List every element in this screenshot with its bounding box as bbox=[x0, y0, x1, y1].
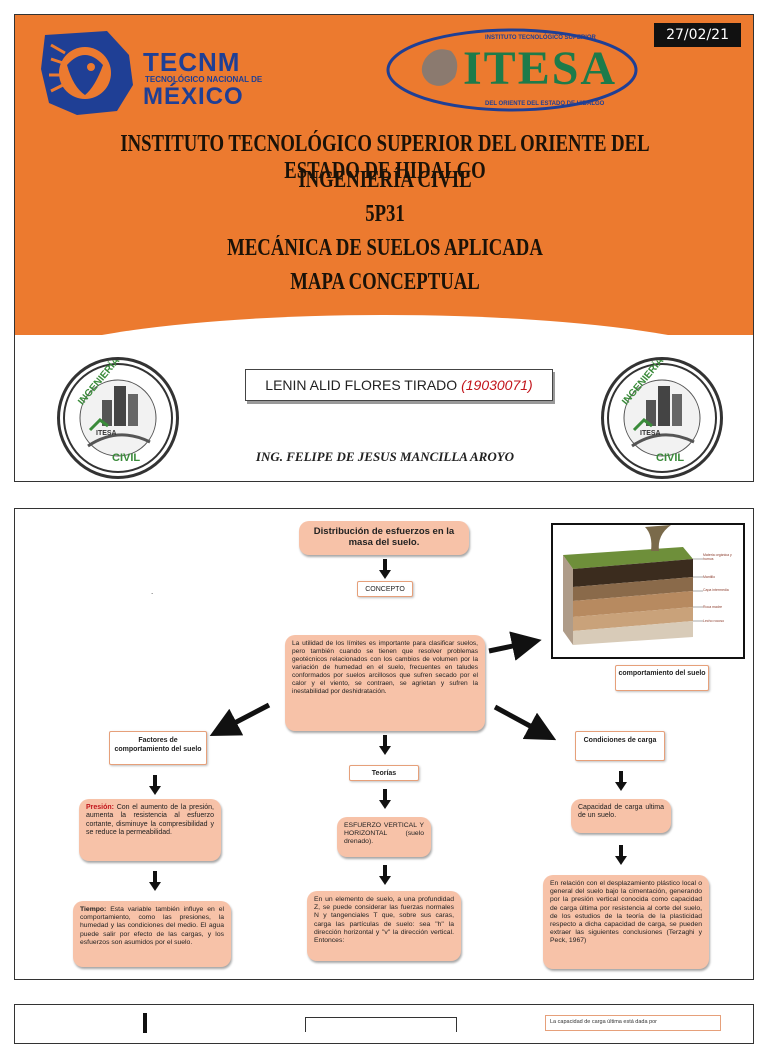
ingenieria-civil-seal-left: INGENIERÍA CIVIL ITESA bbox=[57, 357, 179, 479]
civil-engineering-seal-icon bbox=[63, 363, 173, 473]
group-title: 5P31 bbox=[365, 201, 405, 227]
arrow-to-image bbox=[488, 631, 542, 661]
down-arrow-icon bbox=[149, 871, 161, 891]
author-name: LENIN ALID FLORES TIRADO bbox=[265, 377, 458, 393]
map-arrows bbox=[209, 631, 557, 741]
subject-title: MECÁNICA DE SUELOS APLICADA bbox=[227, 235, 543, 261]
time-title: Tiempo: bbox=[80, 906, 107, 913]
next-page-snippet: La capacidad de carga última está dada p… bbox=[545, 1015, 721, 1031]
time-text: Esta variable también influye en el comp… bbox=[80, 906, 224, 946]
itesa-ring-icon bbox=[386, 28, 638, 112]
tecnm-name: TECNM bbox=[143, 47, 241, 77]
orange-banner bbox=[15, 15, 753, 335]
itesa-bottom-text: DEL ORIENTE DEL ESTADO DE HIDALGO bbox=[485, 101, 605, 107]
stray-dot: . bbox=[151, 587, 154, 596]
down-arrow-icon bbox=[615, 845, 627, 865]
career-title: INGENIERÍA CIVIL bbox=[298, 167, 472, 193]
seal-bottom-text: CIVIL bbox=[656, 452, 685, 464]
itesa-top-text: INSTITUTO TECNOLÓGICO SUPERIOR bbox=[485, 35, 596, 41]
down-arrow-icon bbox=[379, 559, 391, 579]
pressure-node: Presión: Con el aumento de la presión, a… bbox=[79, 799, 221, 861]
tecnm-country: MÉXICO bbox=[143, 83, 244, 110]
factors-label: Factores de comportamiento del suelo bbox=[109, 731, 207, 765]
load-conditions-label: Condiciones de carga bbox=[575, 731, 665, 761]
capacity-node: Capacidad de carga ultima de un suelo. bbox=[571, 799, 671, 833]
soil-label-mantillo: Mantillo bbox=[703, 575, 716, 579]
date-badge: 27/02/21 bbox=[654, 23, 741, 47]
document-type-title: MAPA CONCEPTUAL bbox=[290, 269, 480, 295]
soil-profile-image: Materia orgánica y humus Mantillo Capa i… bbox=[551, 523, 745, 659]
map-title-node: Distribución de esfuerzos en la masa del… bbox=[299, 521, 469, 555]
concept-text-node: La utilidad de los límites es importante… bbox=[285, 635, 485, 731]
soil-caption: comportamiento del suelo bbox=[615, 665, 709, 691]
stress-node: ESFUERZO VERTICAL Y HORIZONTAL (suelo dr… bbox=[337, 817, 431, 857]
soil-label-organic: Materia orgánica y humus bbox=[703, 553, 732, 561]
down-arrow-icon bbox=[379, 735, 391, 755]
down-arrow-icon bbox=[615, 771, 627, 791]
soil-label-rock-bed: Lecho rocoso bbox=[703, 619, 725, 623]
down-arrow-icon bbox=[143, 1013, 147, 1033]
pressure-text: Con el aumento de la presión, aumenta la… bbox=[86, 804, 214, 837]
author-id: (19030071) bbox=[461, 377, 533, 393]
theories-label: Teorías bbox=[349, 765, 419, 781]
soil-label-intermediate: Capa intermedia bbox=[703, 588, 729, 592]
author-box: LENIN ALID FLORES TIRADO (19030071) bbox=[245, 369, 553, 401]
time-node: Tiempo: Esta variable también influye en… bbox=[73, 901, 231, 967]
tecnm-logo: TECNM TECNOLÓGICO NACIONAL DE MÉXICO bbox=[37, 25, 287, 117]
seal-bottom-text: CIVIL bbox=[112, 452, 141, 464]
next-page-box bbox=[305, 1017, 457, 1032]
down-arrow-icon bbox=[149, 775, 161, 795]
concept-map-page: Distribución de esfuerzos en la masa del… bbox=[14, 508, 754, 980]
seal-center-text: ITESA bbox=[640, 430, 661, 437]
soil-layers-image bbox=[563, 525, 703, 645]
tecnm-subtitle: TECNOLÓGICO NACIONAL DE bbox=[145, 75, 263, 84]
element-node: En un elemento de suelo, a una profundid… bbox=[307, 891, 461, 961]
teacher-name: ING. FELIPE DE JESUS MANCILLA AROYO bbox=[255, 449, 515, 464]
down-arrow-icon bbox=[379, 865, 391, 885]
plastic-node: En relación con el desplazamiento plásti… bbox=[543, 875, 709, 969]
civil-engineering-seal-icon bbox=[607, 363, 717, 473]
institute-title: INSTITUTO TECNOLÓGICO SUPERIOR DEL ORIEN… bbox=[120, 131, 650, 184]
pressure-title: Presión: bbox=[86, 804, 115, 811]
itesa-logo: INSTITUTO TECNOLÓGICO SUPERIOR ITESA DEL… bbox=[385, 27, 639, 113]
arrow-to-load bbox=[493, 704, 557, 741]
concept-label: CONCEPTO bbox=[357, 581, 413, 597]
down-arrow-icon bbox=[379, 789, 391, 809]
seal-center-text: ITESA bbox=[96, 430, 117, 437]
cover-page: TECNM TECNOLÓGICO NACIONAL DE MÉXICO INS… bbox=[14, 14, 754, 482]
next-page-partial: La capacidad de carga última está dada p… bbox=[14, 1004, 754, 1044]
soil-label-bedrock: Roca madre bbox=[703, 605, 723, 609]
arrow-to-factors bbox=[209, 702, 271, 736]
itesa-name: ITESA bbox=[463, 42, 618, 95]
tecnm-emblem-icon bbox=[41, 31, 133, 115]
ingenieria-civil-seal-right: INGENIERÍA CIVIL ITESA bbox=[601, 357, 723, 479]
